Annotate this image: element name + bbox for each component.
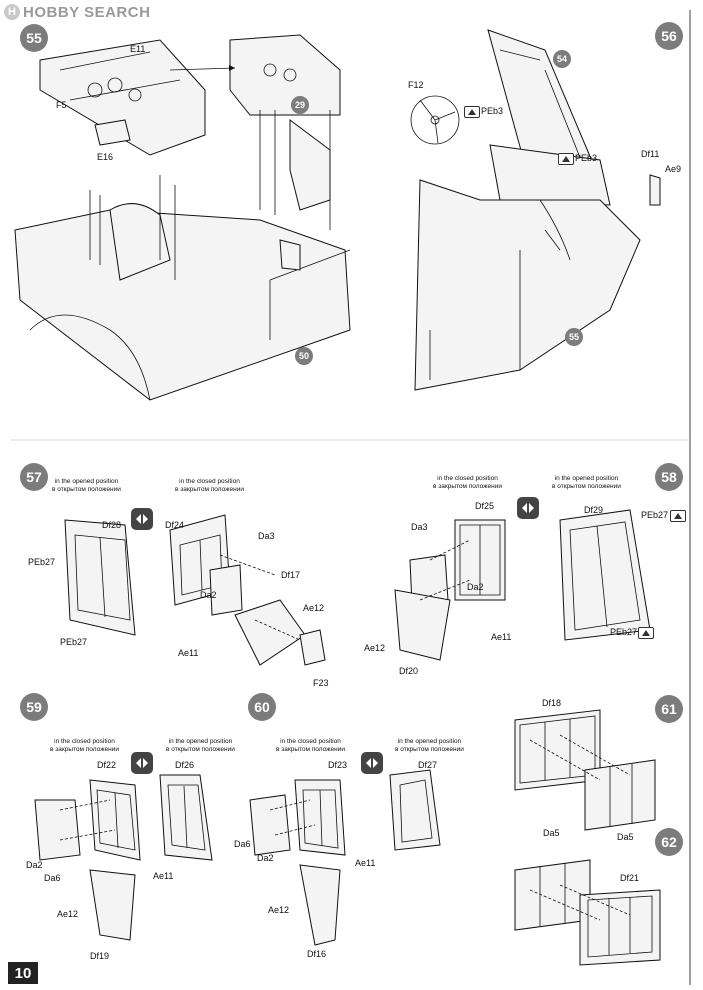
part-label-ae11-a: Ae11 xyxy=(178,648,199,658)
step-number-56: 56 xyxy=(655,22,683,50)
part-label-df26: Df26 xyxy=(175,760,195,770)
caption-closed-58: in the closed position в закрытом положе… xyxy=(433,475,502,490)
photo-etch-icon xyxy=(638,627,654,639)
part-label-peb27-d: PEb27 xyxy=(610,627,638,637)
photo-etch-icon xyxy=(558,153,574,165)
part-label-f23: F23 xyxy=(313,678,329,688)
ref-step-29: 29 xyxy=(291,96,309,114)
part-label-ae12-a: Ae12 xyxy=(303,603,325,613)
part-label-df17: Df17 xyxy=(281,570,301,580)
caption-opened-59: in the opened position в открытом положе… xyxy=(166,738,235,753)
logo-text: HOBBY SEARCH xyxy=(23,3,151,21)
part-label-df19: Df19 xyxy=(90,951,110,961)
step-58-drawing xyxy=(394,509,651,661)
part-label-ae9: Ae9 xyxy=(665,164,682,174)
part-label-df28: Df28 xyxy=(102,520,122,530)
caption-closed-60: in the closed position в закрытом положе… xyxy=(276,738,345,753)
ref-step-50: 50 xyxy=(295,347,313,365)
step-59-drawing xyxy=(34,774,213,941)
step-62-drawing xyxy=(514,859,661,966)
part-label-df16: Df16 xyxy=(307,949,327,959)
ref-step-54: 54 xyxy=(553,50,571,68)
part-label-ae11-b: Ae11 xyxy=(491,632,512,642)
part-label-da2-b: Da2 xyxy=(467,582,484,592)
part-label-df29: Df29 xyxy=(584,505,604,515)
part-label-df24: Df24 xyxy=(165,520,185,530)
part-label-ae11-d: Ae11 xyxy=(355,858,376,868)
step-60-drawing xyxy=(249,769,441,946)
part-label-peb3-b: PEb3 xyxy=(575,153,598,163)
part-label-da2-d: Da2 xyxy=(257,853,274,863)
step-number-61: 61 xyxy=(655,695,683,723)
part-label-da6-a: Da6 xyxy=(44,873,61,883)
caption-opened-60: in the opened position в открытом положе… xyxy=(395,738,464,753)
swap-arrows-icon xyxy=(361,752,383,774)
part-label-ae12-d: Ae12 xyxy=(268,905,290,915)
part-label-da3-b: Da3 xyxy=(411,522,428,532)
part-label-da5-b: Da5 xyxy=(543,828,560,838)
part-label-e11: E11 xyxy=(130,44,146,54)
step-number-62: 62 xyxy=(655,828,683,856)
part-label-ae12-b: Ae12 xyxy=(364,643,386,653)
swap-arrows-icon xyxy=(517,497,539,519)
part-label-peb3-a: PEb3 xyxy=(481,106,504,116)
part-label-df18: Df18 xyxy=(542,698,562,708)
part-label-ae12-c: Ae12 xyxy=(57,909,79,919)
caption-closed-57: in the closed position в закрытом положе… xyxy=(175,478,244,493)
site-logo: H HOBBY SEARCH xyxy=(4,2,150,22)
caption-closed-59: in the closed position в закрытом положе… xyxy=(50,738,119,753)
step-number-55: 55 xyxy=(20,24,48,52)
step-57-drawing xyxy=(64,514,326,666)
step-number-57: 57 xyxy=(20,463,48,491)
photo-etch-icon xyxy=(464,106,480,118)
part-label-df20: Df20 xyxy=(399,666,419,676)
part-label-df27: Df27 xyxy=(418,760,438,770)
part-label-df21: Df21 xyxy=(620,873,640,883)
part-label-peb27-a: PEb27 xyxy=(28,557,56,567)
caption-opened-58: in the opened position в открытом положе… xyxy=(552,475,621,490)
part-label-df25: Df25 xyxy=(475,501,495,511)
step-56-drawing xyxy=(410,29,661,391)
part-label-peb27-b: PEb27 xyxy=(60,637,88,647)
part-label-e16: E16 xyxy=(97,152,114,162)
part-label-df11: Df11 xyxy=(641,149,660,159)
part-label-da5-a: Da5 xyxy=(617,832,634,842)
step-number-59: 59 xyxy=(20,693,48,721)
step-number-58: 58 xyxy=(655,463,683,491)
part-label-f5: F5 xyxy=(56,100,67,110)
part-label-df23: Df23 xyxy=(328,760,348,770)
part-label-da2-c: Da2 xyxy=(26,860,43,870)
step-61-drawing xyxy=(514,709,656,831)
photo-etch-icon xyxy=(670,510,686,522)
step-number-60: 60 xyxy=(248,693,276,721)
part-label-da2-a: Da2 xyxy=(200,590,217,600)
part-label-f12: F12 xyxy=(408,80,424,90)
caption-opened-57: in the opened position в открытом положе… xyxy=(52,478,121,493)
page-number: 10 xyxy=(8,962,38,984)
part-label-peb27-c: PEb27 xyxy=(641,510,669,520)
logo-mark-icon: H xyxy=(4,4,20,20)
part-label-da6-b: Da6 xyxy=(234,839,251,849)
part-label-ae11-c: Ae11 xyxy=(153,871,174,881)
step-55-drawing xyxy=(14,34,351,401)
swap-arrows-icon xyxy=(131,752,153,774)
part-label-df22: Df22 xyxy=(97,760,117,770)
swap-arrows-icon xyxy=(131,508,153,530)
part-label-da3-a: Da3 xyxy=(258,531,275,541)
ref-step-55: 55 xyxy=(565,328,583,346)
